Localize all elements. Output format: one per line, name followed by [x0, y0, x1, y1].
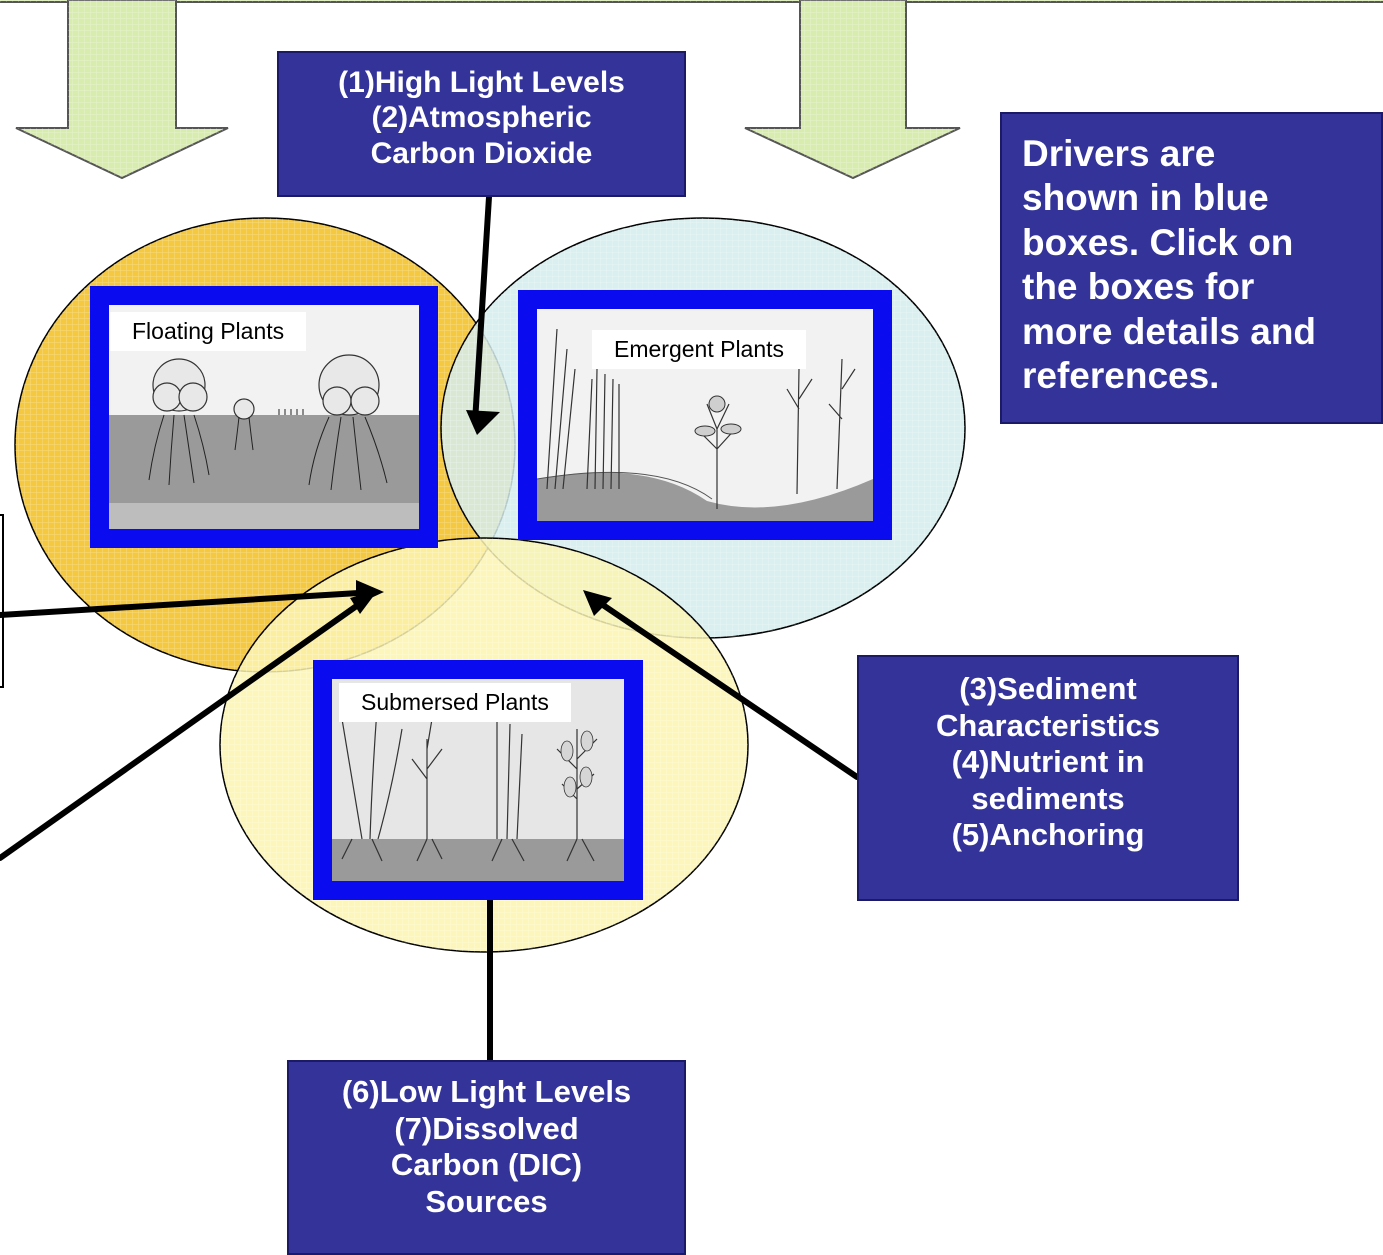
info-box: Drivers are shown in blue boxes. Click o… — [1000, 112, 1383, 424]
arrow-right-driver — [597, 600, 860, 780]
info-line: boxes. Click on — [1022, 221, 1294, 263]
arrow-top-driver — [472, 194, 492, 425]
info-line: Drivers are — [1022, 133, 1216, 174]
driver-line: (2)Atmospheric — [371, 101, 592, 135]
left-down-arrow — [15, 0, 229, 180]
arrow-left-driver — [0, 589, 378, 618]
driver-box-sediment[interactable]: (3)Sediment Characteristics (4)Nutrient … — [857, 655, 1239, 901]
submersed-plants-label: Submersed Plants — [339, 683, 571, 722]
driver-line: Carbon Dioxide — [370, 136, 593, 170]
driver-line: Characteristics — [935, 707, 1160, 743]
right-down-arrow — [744, 0, 961, 180]
driver-line: (7)Dissolved — [394, 1110, 579, 1146]
emergent-plants-panel — [518, 290, 892, 540]
driver-line: Sources — [425, 1183, 548, 1219]
emergent-plants-label: Emergent Plants — [592, 330, 807, 369]
driver-box-light-carbon[interactable]: (1)High Light Levels (2)Atmospheric Carb… — [277, 51, 686, 197]
driver-line: (5)Anchoring — [951, 817, 1145, 853]
floating-plants-label: Floating Plants — [110, 312, 307, 351]
info-line: references. — [1022, 354, 1220, 396]
driver-line: (4)Nutrient in — [951, 744, 1145, 780]
driver-line: Carbon (DIC) — [390, 1147, 583, 1183]
driver-line: sediments — [971, 780, 1125, 816]
driver-line: (3)Sediment — [959, 671, 1137, 706]
arrow-lower-left-driver — [0, 597, 368, 861]
left-edge-box — [0, 514, 4, 688]
driver-box-low-light-dic[interactable]: (6)Low Light Levels (7)Dissolved Carbon … — [287, 1060, 686, 1255]
info-line: shown in blue — [1022, 177, 1269, 219]
driver-line: (1)High Light Levels — [338, 66, 625, 99]
info-line: the boxes for — [1022, 266, 1255, 308]
driver-line: (6)Low Light Levels — [341, 1074, 632, 1109]
info-line: more details and — [1022, 310, 1317, 352]
